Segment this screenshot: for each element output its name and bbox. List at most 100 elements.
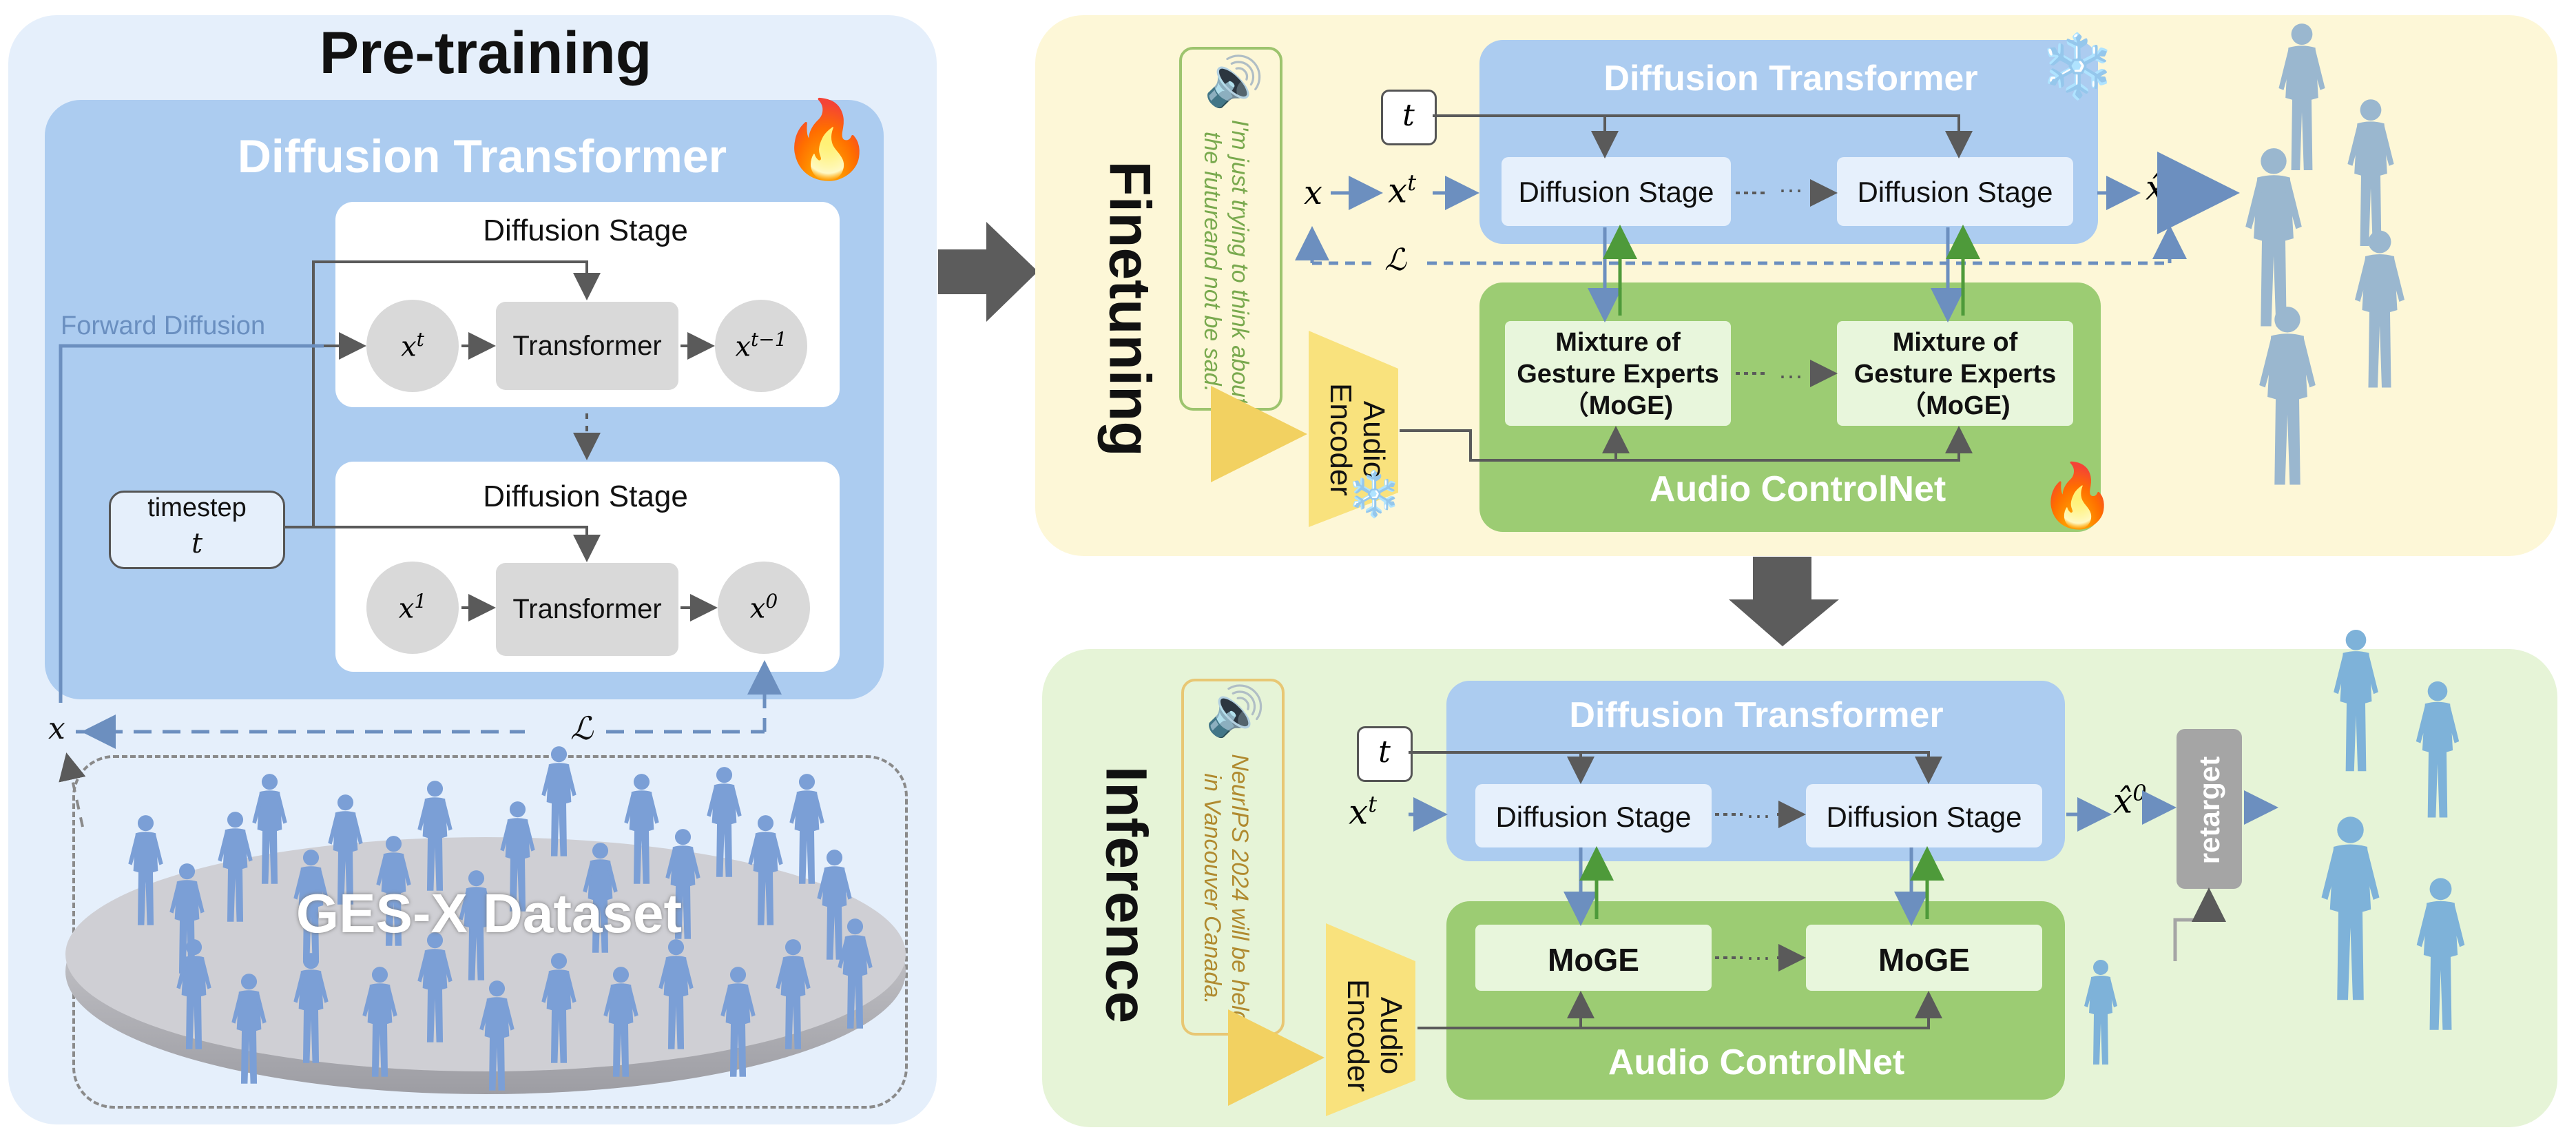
finetuning-dt-title: Diffusion Transformer bbox=[1603, 59, 1978, 99]
human-figure bbox=[2278, 23, 2325, 171]
human-figure bbox=[293, 953, 329, 1063]
human-figure bbox=[362, 967, 397, 1077]
dataset-label: GES-X Dataset bbox=[295, 883, 683, 944]
inf-stage1-label: Diffusion Stage bbox=[1495, 801, 1692, 833]
node-x0-label: x0 bbox=[749, 590, 778, 625]
human-figure bbox=[328, 794, 363, 905]
human-figure bbox=[128, 815, 163, 925]
human-figure bbox=[707, 767, 742, 877]
human-figure bbox=[748, 815, 783, 925]
human-figure bbox=[665, 829, 700, 939]
ft-stage1 bbox=[1502, 157, 1731, 226]
human-figure bbox=[2347, 99, 2394, 246]
inf-stage2 bbox=[1806, 784, 2042, 847]
node-xtm1-label: xt−1 bbox=[735, 328, 787, 363]
inf-controlnet-title: Audio ControlNet bbox=[1608, 1042, 1905, 1082]
human-figure bbox=[231, 974, 267, 1084]
inf-dots: ··· bbox=[1746, 801, 1771, 829]
timestep-var: t bbox=[191, 528, 203, 559]
ft-t-label: t bbox=[1402, 98, 1415, 133]
inf-moge2-label: MoGE bbox=[1878, 942, 1970, 978]
pretraining-title: Pre-training bbox=[319, 20, 652, 86]
snowflake-icon: ❄️ bbox=[2039, 32, 2117, 101]
human-figure bbox=[776, 939, 811, 1049]
human-figure bbox=[541, 746, 577, 856]
human-figure bbox=[720, 967, 756, 1077]
node-x1 bbox=[366, 562, 459, 654]
ft-x-label: x bbox=[1304, 174, 1323, 212]
inference-dt-title: Diffusion Transformer bbox=[1569, 695, 1944, 735]
arrow-ft-to-inf bbox=[1729, 557, 1839, 646]
human-figure bbox=[2416, 878, 2465, 1030]
human-figure bbox=[603, 967, 638, 1077]
ft-encoder-snowflake-icon: ❄️ bbox=[1347, 469, 1402, 519]
human-figure bbox=[2084, 960, 2117, 1065]
human-figure bbox=[2355, 230, 2404, 388]
ft-controlnet-title: Audio ControlNet bbox=[1649, 469, 1946, 509]
human-figure bbox=[2259, 307, 2316, 485]
ft-stage2 bbox=[1837, 157, 2073, 226]
inf-xt-label: xt bbox=[1349, 791, 1378, 832]
ft-xt-label: xt bbox=[1388, 169, 1417, 211]
inf-stage1 bbox=[1475, 784, 1712, 847]
ft-stage1-label: Diffusion Stage bbox=[1518, 176, 1714, 208]
inf-moge1-label: MoGE bbox=[1548, 942, 1639, 978]
ft-stage2-label: Diffusion Stage bbox=[1857, 176, 2053, 208]
timestep-box bbox=[109, 491, 285, 569]
transformer-block-bottom bbox=[496, 563, 678, 656]
ft-t-box bbox=[1381, 90, 1437, 145]
fire-icon: 🔥 bbox=[780, 97, 874, 182]
human-figure bbox=[2416, 681, 2460, 818]
inf-moge1 bbox=[1475, 925, 1712, 991]
human-figure bbox=[376, 836, 411, 946]
node-xtm1 bbox=[715, 300, 807, 392]
human-figure bbox=[2245, 148, 2302, 327]
transformer-block-top bbox=[496, 302, 678, 390]
transformer-top-label: Transformer bbox=[512, 331, 662, 361]
transformer-bottom-label: Transformer bbox=[512, 594, 662, 624]
node-xt bbox=[366, 300, 459, 392]
ft-fire-icon: 🔥 bbox=[2039, 462, 2117, 531]
ft-audio-encoder bbox=[1309, 331, 1398, 527]
human-figure bbox=[624, 774, 659, 884]
human-figure bbox=[658, 939, 694, 1049]
ft-moge2 bbox=[1837, 321, 2073, 426]
human-figure bbox=[417, 781, 453, 891]
human-figure bbox=[583, 843, 618, 953]
human-figure bbox=[417, 932, 453, 1042]
human-figure bbox=[293, 850, 329, 960]
arrow-pre-to-ft bbox=[938, 222, 1038, 322]
inf-moge-dots: ··· bbox=[1746, 943, 1771, 971]
inference-speaker-icon: 🔊 bbox=[1205, 684, 1266, 738]
inf-t-label: t bbox=[1378, 734, 1391, 770]
human-figure bbox=[2334, 630, 2378, 772]
inf-t-box bbox=[1357, 726, 1413, 782]
ft-loss-label: ℒ bbox=[1384, 243, 1406, 278]
node-x1-label: x1 bbox=[398, 590, 427, 625]
ft-moge-dots: ··· bbox=[1778, 361, 1803, 389]
inf-xhat-label: x̂0 bbox=[2113, 780, 2147, 821]
pretraining-stage-bottom-title: Diffusion Stage bbox=[483, 480, 688, 513]
pretraining-stage-top-title: Diffusion Stage bbox=[483, 214, 688, 247]
ft-moge1 bbox=[1505, 321, 1731, 426]
human-figure bbox=[459, 870, 494, 980]
speaker-icon: 🔊 bbox=[1204, 54, 1265, 108]
pretraining-x-label: x bbox=[48, 711, 65, 746]
retarget-box bbox=[2177, 729, 2242, 889]
ft-dots: ··· bbox=[1778, 175, 1803, 203]
human-figure bbox=[789, 774, 824, 884]
inf-stage2-label: Diffusion Stage bbox=[1826, 801, 2022, 833]
human-figure bbox=[479, 980, 515, 1091]
forward-diffusion-label: Forward Diffusion bbox=[61, 311, 266, 340]
human-figure bbox=[2321, 816, 2380, 1000]
human-figure bbox=[838, 918, 873, 1029]
node-x0 bbox=[718, 562, 810, 654]
finetuning-speech-card bbox=[1179, 47, 1282, 411]
pretraining-loss-label: ℒ bbox=[570, 710, 594, 747]
pretraining-dt-title: Diffusion Transformer bbox=[237, 130, 727, 183]
